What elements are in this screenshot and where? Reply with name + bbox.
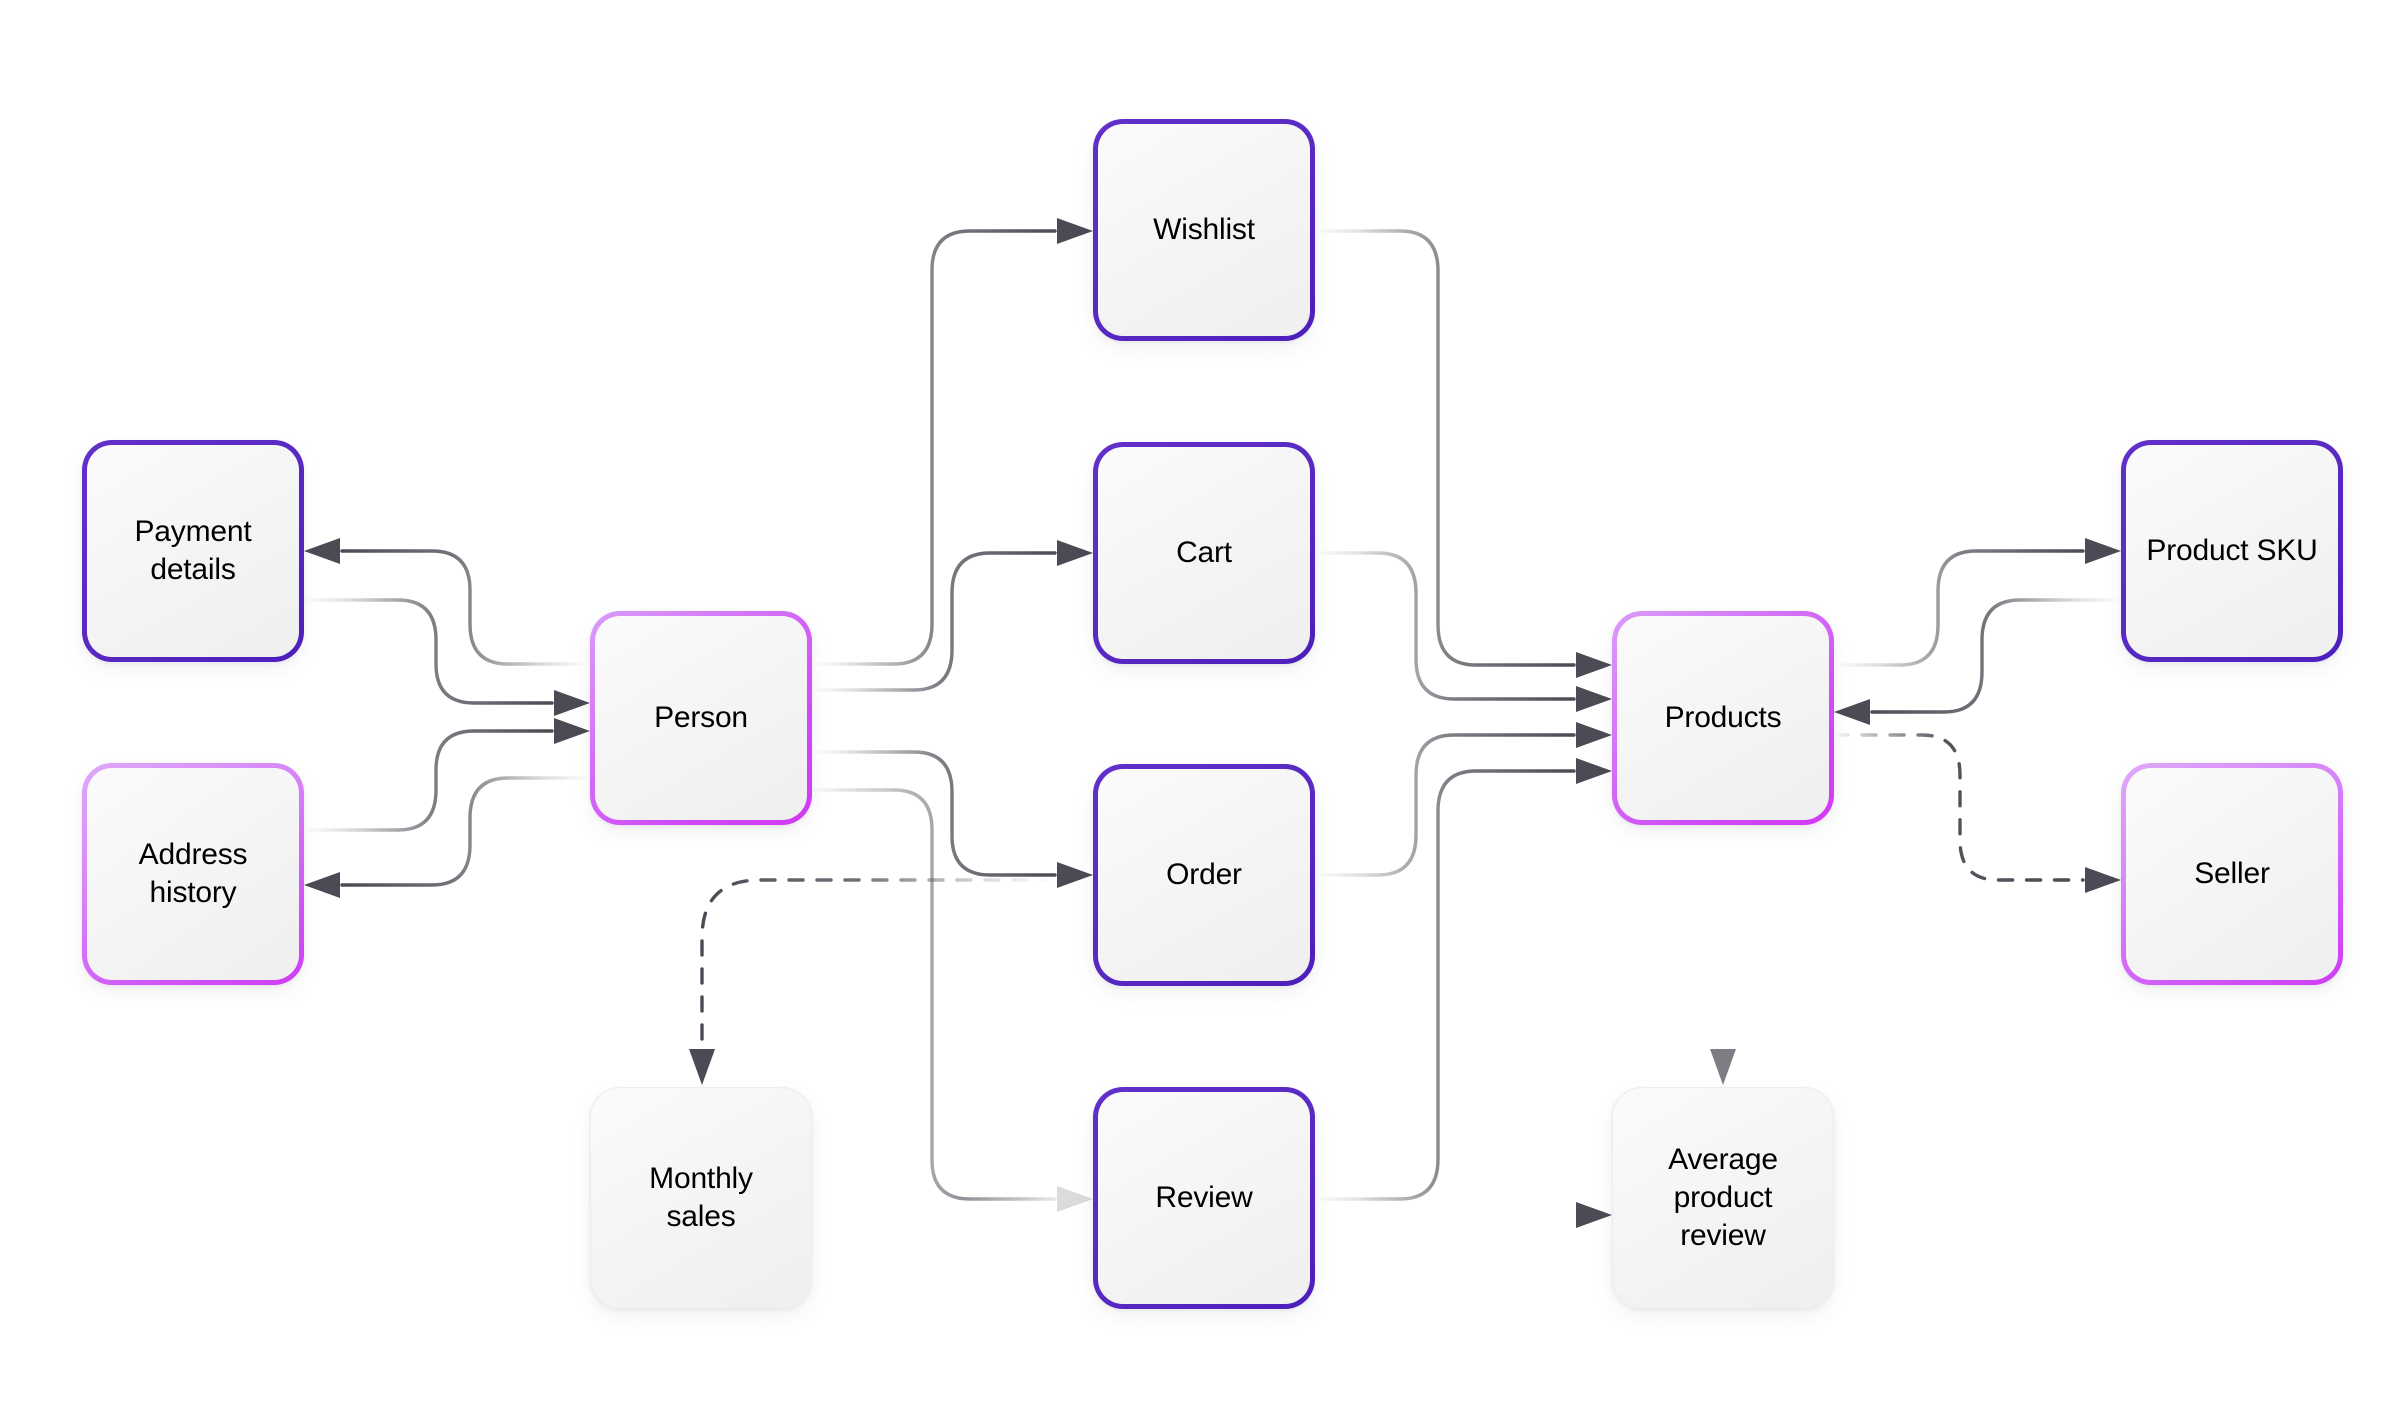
edge-cart-to-products bbox=[1313, 551, 1576, 701]
arrowhead-monthly-sales bbox=[689, 1049, 715, 1085]
edge-person-to-address-history bbox=[340, 776, 592, 887]
node-order-label: Order bbox=[1166, 858, 1242, 892]
edge-person-to-review bbox=[810, 788, 1057, 1201]
node-wishlist-label: Wishlist bbox=[1153, 213, 1255, 247]
arrowhead-products-2 bbox=[1576, 686, 1612, 712]
node-review[interactable]: Review bbox=[1093, 1087, 1315, 1309]
node-address-history-label: Address history bbox=[138, 838, 248, 909]
edge-person-to-order bbox=[810, 750, 1057, 877]
arrowhead-products-4 bbox=[1576, 758, 1612, 784]
node-product-sku[interactable]: Product SKU bbox=[2121, 440, 2343, 662]
node-address-history[interactable]: Address history bbox=[82, 763, 304, 985]
arrowhead-address-history bbox=[304, 872, 340, 898]
node-person[interactable]: Person bbox=[590, 611, 812, 825]
node-cart[interactable]: Cart bbox=[1093, 442, 1315, 664]
edge-person-to-cart bbox=[810, 551, 1057, 692]
node-order[interactable]: Order bbox=[1093, 764, 1315, 986]
edge-products-to-product-sku bbox=[1832, 549, 2085, 667]
node-monthly-sales[interactable]: Monthly sales bbox=[590, 1087, 812, 1309]
node-average-product-review[interactable]: Average product review bbox=[1612, 1087, 1834, 1309]
arrowhead-products-from-sku bbox=[1834, 699, 1870, 725]
edge-person-to-wishlist bbox=[810, 229, 1057, 666]
node-product-sku-label: Product SKU bbox=[2146, 534, 2318, 568]
arrowhead-wishlist bbox=[1057, 218, 1093, 244]
node-wishlist[interactable]: Wishlist bbox=[1093, 119, 1315, 341]
arrowhead-seller bbox=[2085, 867, 2121, 893]
node-seller-label: Seller bbox=[2194, 857, 2270, 891]
edge-address-history-to-person bbox=[302, 729, 554, 832]
edge-order-to-monthly-sales bbox=[700, 878, 1057, 1050]
node-payment-details-label: Payment details bbox=[134, 515, 252, 586]
node-cart-label: Cart bbox=[1176, 536, 1232, 570]
arrowhead-payment-details bbox=[304, 538, 340, 564]
arrowhead-average-product-review-2 bbox=[1710, 1049, 1736, 1085]
arrowhead-average-product-review-1 bbox=[1576, 1202, 1612, 1228]
node-seller[interactable]: Seller bbox=[2121, 763, 2343, 985]
arrowhead-cart bbox=[1057, 540, 1093, 566]
node-average-product-review-label: Average product review bbox=[1668, 1143, 1778, 1252]
arrowhead-products-3 bbox=[1576, 722, 1612, 748]
arrowhead-product-sku bbox=[2085, 538, 2121, 564]
edge-payment-details-to-person bbox=[302, 598, 554, 705]
edge-person-to-payment-details bbox=[340, 549, 592, 666]
node-monthly-sales-label: Monthly sales bbox=[649, 1162, 753, 1233]
edge-order-to-products bbox=[1313, 733, 1576, 877]
arrowhead-review bbox=[1057, 1186, 1093, 1212]
edge-review-to-products bbox=[1313, 769, 1576, 1201]
arrowhead-products-1 bbox=[1576, 652, 1612, 678]
edge-wishlist-to-products bbox=[1313, 229, 1576, 667]
node-products-label: Products bbox=[1664, 701, 1782, 735]
node-review-label: Review bbox=[1155, 1181, 1253, 1215]
arrowhead-order bbox=[1057, 862, 1093, 888]
edge-product-sku-to-products bbox=[1870, 598, 2123, 714]
node-payment-details[interactable]: Payment details bbox=[82, 440, 304, 662]
arrowhead-person-lower bbox=[554, 718, 590, 744]
node-products[interactable]: Products bbox=[1612, 611, 1834, 825]
node-person-label: Person bbox=[654, 701, 748, 735]
arrowhead-person-upper bbox=[554, 690, 590, 716]
edge-products-to-seller bbox=[1832, 733, 2085, 882]
